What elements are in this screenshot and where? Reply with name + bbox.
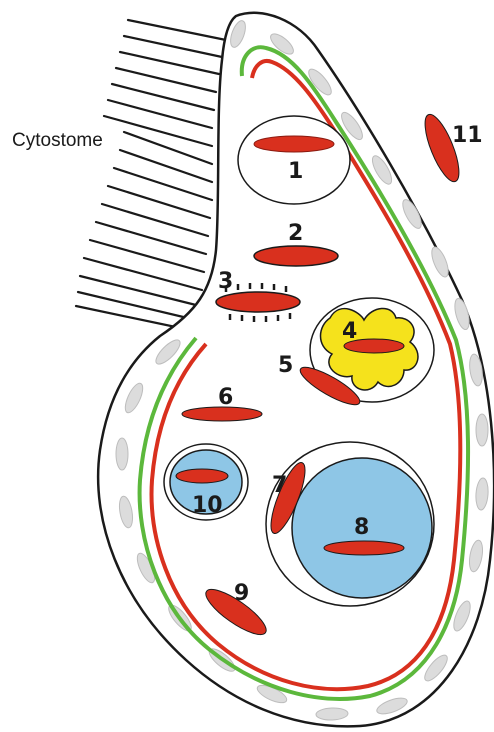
marker-10: 10 [192,493,223,518]
marker-2: 2 [288,221,303,246]
marker-5: 5 [278,353,293,378]
red-body-1 [254,136,334,152]
red-body-3 [216,292,300,312]
cytostome-label: Cytostome [12,130,103,151]
marker-3: 3 [218,269,233,294]
red-body-8 [324,541,404,555]
marker-1: 1 [288,159,303,184]
marker-6: 6 [218,385,233,410]
marker-7: 7 [272,473,287,498]
red-body-2 [254,246,338,266]
marker-8: 8 [354,515,369,540]
marker-11: 11 [452,123,483,148]
red-body-11 [418,111,465,186]
marker-9: 9 [234,581,249,606]
cytostome-fibres [76,20,226,330]
red-body-10 [176,469,228,483]
marker-4: 4 [342,319,357,344]
